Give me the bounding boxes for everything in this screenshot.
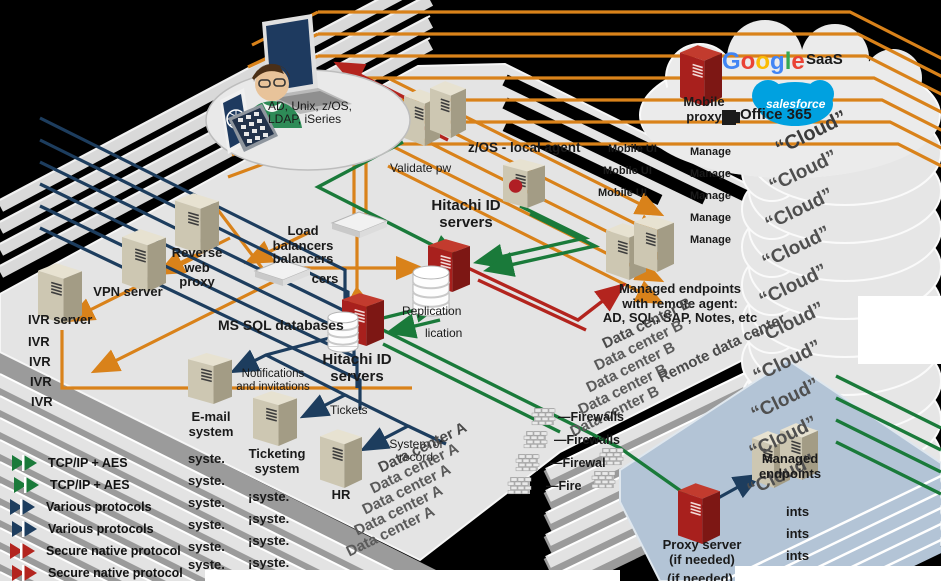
legend-arrow-icon [10, 499, 35, 515]
google-letter: l [784, 48, 792, 75]
email-server-icon [188, 353, 232, 404]
office-365-icon [722, 110, 740, 125]
firewall-echo-2 [515, 454, 540, 472]
salesforce-logo-cloud [752, 80, 834, 126]
legend-row: TCP/IP + AES [14, 477, 130, 493]
firewall-2 [599, 448, 624, 466]
ivr-server-icon [38, 263, 82, 324]
google-letter: o [740, 48, 756, 75]
legend-row: TCP/IP + AES [12, 455, 128, 471]
validate-server-b [430, 81, 466, 138]
remote-managed-b [780, 423, 818, 480]
white-strip-bottom-left [205, 570, 620, 581]
vpn-server-icon [122, 229, 166, 292]
sheet-cascade-bottom-left [0, 352, 941, 581]
legend-arrow-icon [12, 565, 37, 581]
load-balancer-1 [330, 211, 389, 238]
legend-label: TCP/IP + AES [48, 456, 128, 470]
legend-label: Various protocols [48, 522, 154, 536]
legend-label: TCP/IP + AES [50, 478, 130, 492]
reverse-proxy-icon [175, 193, 219, 254]
hr-server-icon [320, 429, 362, 488]
google-letter: e [791, 48, 805, 75]
firewall-echo-3 [591, 471, 616, 489]
google-letter: G [722, 48, 741, 75]
firewall-1 [531, 408, 556, 426]
legend-row: Secure native protocol [12, 565, 183, 581]
google-logo: Google [722, 48, 805, 76]
legend-label: Secure native protocol [48, 566, 183, 580]
white-strip-bottom-right [735, 566, 941, 581]
user-cloud [205, 14, 411, 171]
white-patch-right [858, 296, 941, 364]
node-icons [38, 45, 818, 544]
load-balancer-2 [253, 259, 312, 286]
ticketing-server-icon [253, 391, 297, 446]
legend-label: Various protocols [46, 500, 152, 514]
remote-proxy-icon [678, 483, 720, 544]
firewall-echo-4 [507, 477, 532, 495]
legend-arrow-icon [12, 521, 37, 537]
legend-label: Secure native protocol [46, 544, 181, 558]
google-letter: o [755, 48, 771, 75]
db-cylinder-2 [327, 311, 359, 353]
legend-row: Secure native protocol [10, 543, 181, 559]
managed-server-b [634, 215, 674, 272]
google-letter: g [770, 48, 785, 75]
legend-arrow-icon [14, 477, 39, 493]
firewall-echo-1 [523, 431, 548, 449]
legend-row: Various protocols [12, 521, 154, 537]
mobile-proxy-icon [680, 45, 722, 106]
legend-arrow-icon [10, 543, 35, 559]
db-cylinder-1 [412, 265, 450, 317]
legend-arrow-icon [12, 455, 37, 471]
desk-phone-icon [228, 104, 278, 152]
salesforce-logo-text: salesforce [766, 97, 826, 111]
zos-server-icon [503, 159, 545, 208]
legend-row: Various protocols [10, 499, 152, 515]
